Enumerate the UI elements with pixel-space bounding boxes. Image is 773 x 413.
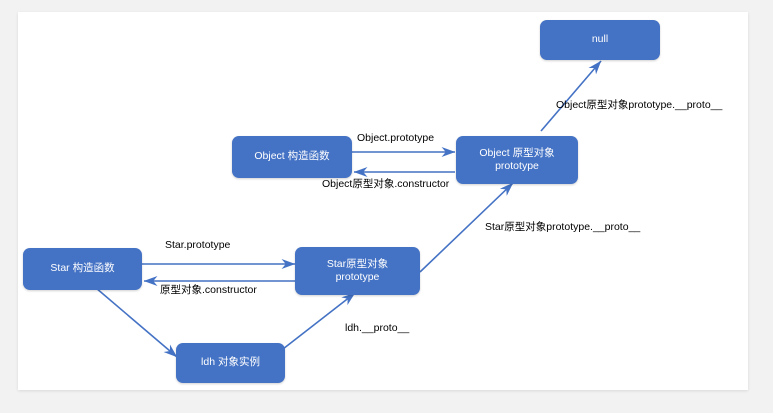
node-null-label: null bbox=[591, 33, 609, 46]
node-star-prototype[interactable]: Star原型对象 prototype bbox=[295, 247, 420, 295]
edge-label-star-proto-to-object-proto: Star原型对象prototype.__proto__ bbox=[485, 221, 641, 233]
node-object-constructor-label: Object 构造函数 bbox=[254, 150, 330, 163]
node-ldh-instance-label: ldh 对象实例 bbox=[201, 356, 260, 369]
edge-label-object-proto-to-null: Object原型对象prototype.__proto__ bbox=[556, 99, 723, 111]
edge-label-star-prototype: Star.prototype bbox=[165, 239, 231, 251]
edge-label-object-prototype: Object.prototype bbox=[357, 132, 435, 144]
edge-label-object-proto-constructor: Object原型对象.constructor bbox=[322, 178, 450, 190]
node-star-constructor[interactable]: Star 构造函数 bbox=[23, 248, 142, 290]
node-object-prototype-label: Object 原型对象 prototype bbox=[479, 146, 555, 172]
node-star-prototype-label: Star原型对象 prototype bbox=[326, 257, 389, 283]
edge-label-ldh-proto: ldh.__proto__ bbox=[345, 322, 410, 334]
node-ldh-instance[interactable]: ldh 对象实例 bbox=[176, 343, 285, 383]
node-null[interactable]: null bbox=[540, 20, 660, 60]
node-star-constructor-label: Star 构造函数 bbox=[50, 262, 115, 275]
edge-label-star-proto-constructor: 原型对象.constructor bbox=[160, 284, 257, 296]
node-object-prototype[interactable]: Object 原型对象 prototype bbox=[456, 136, 578, 184]
node-object-constructor[interactable]: Object 构造函数 bbox=[232, 136, 352, 178]
